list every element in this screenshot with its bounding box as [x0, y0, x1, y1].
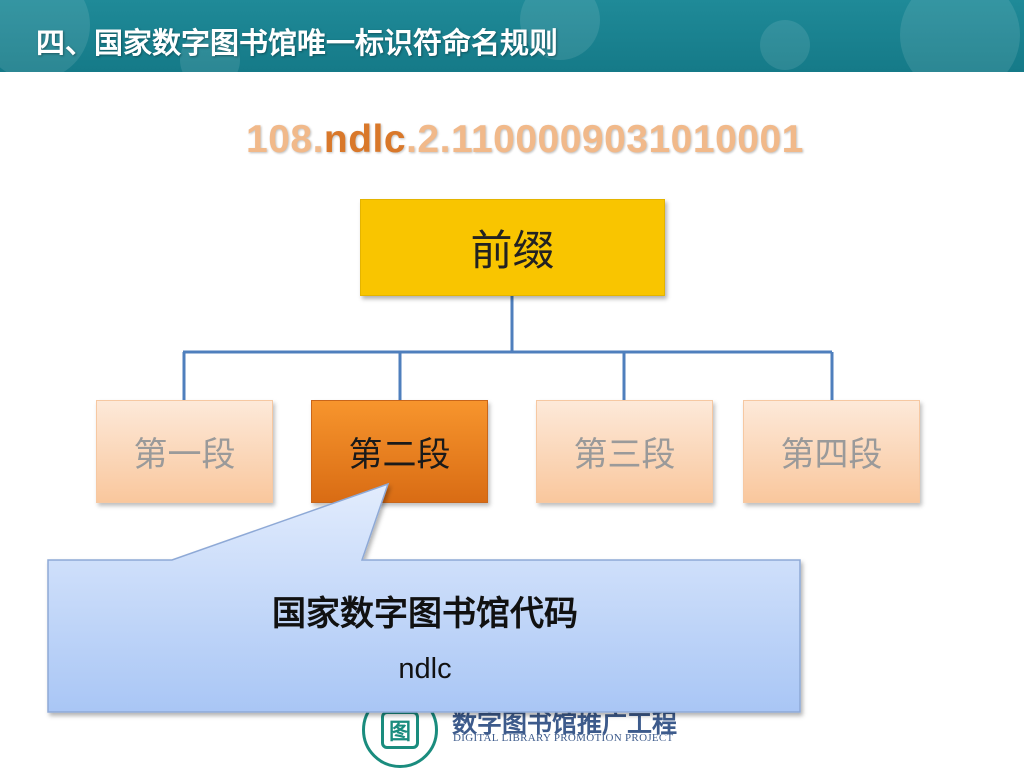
header-decoration	[900, 0, 1020, 72]
segment-3-box: 第三段	[536, 400, 713, 503]
header-decoration	[180, 30, 240, 72]
logo-english-text: DIGITAL LIBRARY PROMOTION PROJECT	[453, 732, 674, 744]
callout-title: 国家数字图书馆代码	[272, 594, 578, 634]
segment-2-box: 第二段	[311, 400, 488, 503]
slide-title: 四、国家数字图书馆唯一标识符命名规则	[36, 26, 559, 60]
callout-bubble	[47, 482, 801, 713]
logo-chinese-text: 数字图书馆推广工程	[452, 709, 678, 738]
segment-4-box: 第四段	[743, 400, 920, 503]
prefix-box: 前缀	[360, 199, 665, 296]
segment-1-box: 第一段	[96, 400, 273, 503]
identifier-highlight: ndlc	[323, 118, 407, 161]
identifier-string: 108.ndlc.2.1100009031010001	[246, 118, 804, 162]
identifier-prefix: 108.	[246, 118, 324, 161]
header-decoration	[760, 20, 810, 70]
header-decoration	[0, 0, 90, 72]
identifier-rest: .2.1100009031010001	[406, 118, 804, 161]
slide-header: 四、国家数字图书馆唯一标识符命名规则	[0, 0, 1024, 72]
callout-code: ndlc	[398, 653, 452, 685]
